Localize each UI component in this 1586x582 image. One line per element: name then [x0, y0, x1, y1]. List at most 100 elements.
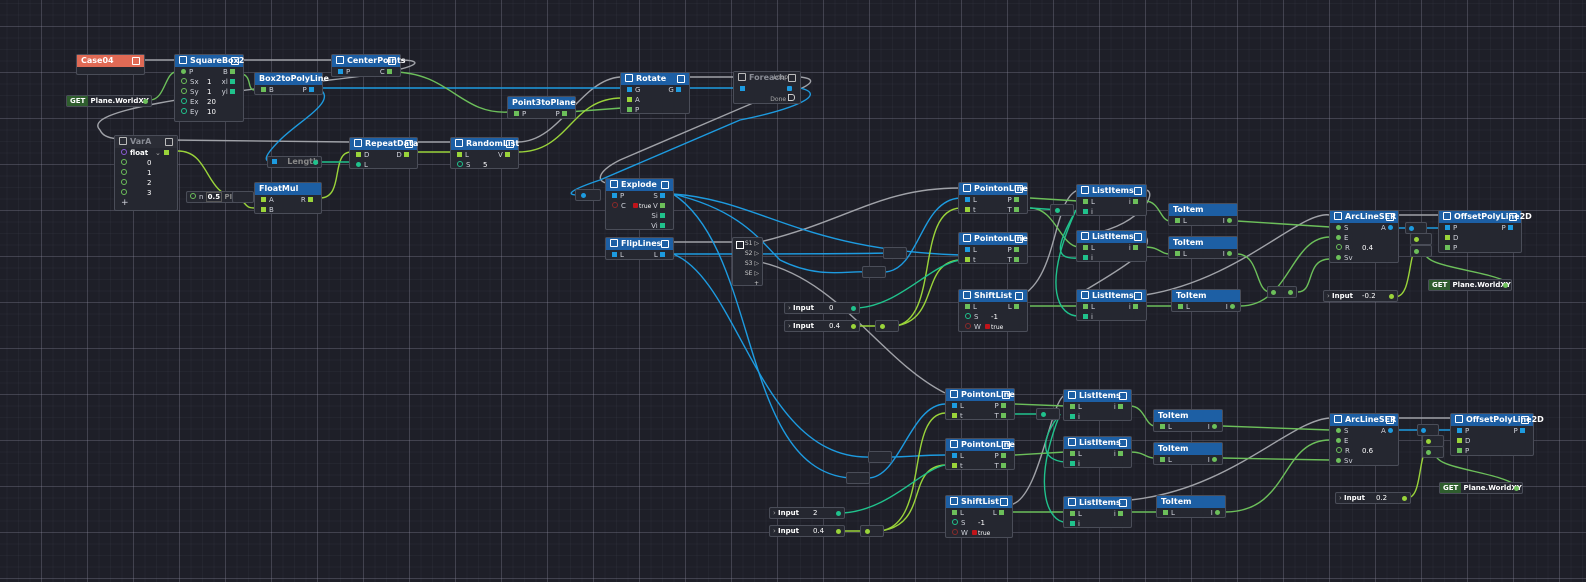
input-row[interactable]: Sv — [1330, 253, 1398, 263]
exec-out-icon[interactable] — [388, 57, 396, 65]
node-header[interactable]: ListItems — [1064, 390, 1131, 402]
input-row[interactable]: D — [1451, 436, 1533, 446]
exec-in-icon[interactable] — [119, 137, 127, 145]
pin-icon[interactable] — [181, 88, 187, 94]
node-header[interactable]: Box2toPolyLine — [255, 73, 329, 85]
loop-exec-icon[interactable] — [788, 74, 796, 82]
input-row[interactable]: B — [255, 205, 321, 215]
reroute-node[interactable] — [862, 266, 886, 278]
input-row[interactable]: Sv — [1330, 456, 1398, 466]
node-header[interactable]: ToItem — [1154, 443, 1222, 455]
value-field[interactable]: -1 — [991, 313, 998, 321]
value-row[interactable]: 3 — [115, 188, 177, 198]
pin-icon[interactable] — [164, 150, 169, 155]
reroute-node[interactable] — [1410, 233, 1432, 245]
node-header[interactable]: FlipLines — [606, 238, 673, 250]
add-row[interactable]: + — [115, 198, 177, 208]
value-field[interactable]: -1 — [978, 519, 985, 527]
node-header[interactable]: VarA — [115, 136, 177, 148]
value-field[interactable]: 0.4 — [829, 322, 841, 330]
reroute-node[interactable] — [1050, 204, 1074, 216]
exec-out-icon[interactable] — [661, 240, 669, 248]
input-row[interactable]: i — [1077, 253, 1146, 263]
pin-icon[interactable] — [181, 78, 187, 84]
element-pin[interactable] — [787, 86, 792, 91]
get-plane-node[interactable]: GET Plane.WorldXY — [1439, 482, 1523, 494]
node-header[interactable]: ShiftList — [959, 290, 1027, 302]
value-field[interactable]: 2 — [147, 179, 152, 187]
exec-in-icon[interactable] — [610, 239, 618, 247]
reroute-node[interactable] — [846, 472, 870, 484]
input-row[interactable]: E — [1330, 233, 1398, 243]
reroute-node[interactable] — [1267, 286, 1297, 298]
node-header[interactable]: ArcLineSER — [1330, 414, 1398, 426]
output-pin[interactable] — [143, 99, 148, 104]
value-field[interactable]: 5 — [483, 161, 488, 169]
pin-icon[interactable] — [181, 108, 187, 114]
node-header[interactable]: CenterPoints — [332, 55, 406, 67]
node-header[interactable]: PointonLine — [959, 183, 1028, 195]
add-icon[interactable]: + — [753, 280, 759, 287]
node-header[interactable]: ListItems — [1064, 497, 1131, 509]
value-field[interactable]: 0 — [147, 159, 152, 167]
value-field[interactable]: 10 — [207, 108, 216, 116]
vara-node[interactable]: VarA float⌄ 0 1 2 3 + — [114, 135, 178, 211]
bool-toggle[interactable]: true — [985, 322, 1003, 333]
reroute-node[interactable] — [860, 525, 884, 537]
node-header[interactable]: SquareBox2 — [175, 55, 244, 67]
input-row[interactable]: P — [1439, 243, 1521, 253]
exec-in-icon[interactable] — [738, 73, 746, 81]
node-header[interactable]: ToItem — [1169, 237, 1237, 249]
case-header[interactable]: Case04 — [77, 55, 144, 67]
reroute-node[interactable] — [1422, 446, 1444, 458]
node-header[interactable]: Rotate — [621, 73, 689, 85]
input-row[interactable]: S-1 — [959, 312, 1027, 322]
value-field[interactable]: 20 — [207, 98, 216, 106]
add-icon[interactable]: + — [121, 198, 129, 208]
seq-out-s2[interactable]: S2 ▷ — [744, 250, 759, 257]
value-field[interactable]: 0.4 — [813, 527, 825, 535]
value-field[interactable]: 2 — [813, 509, 818, 517]
node-header[interactable]: ListItems — [1064, 437, 1131, 449]
